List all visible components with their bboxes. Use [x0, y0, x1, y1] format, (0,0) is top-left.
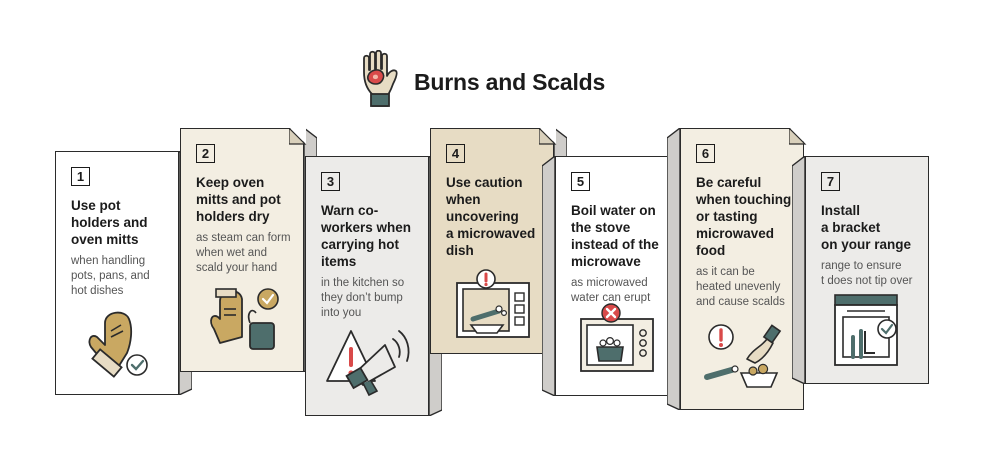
step-heading: Use pot holders and oven mitts	[71, 197, 175, 248]
step-detail-line: pots, pans, and	[71, 270, 150, 282]
card-side-panel	[791, 154, 806, 386]
corner-fold	[788, 126, 807, 151]
step-number: 5	[571, 172, 590, 191]
step-heading-line: Keep oven	[196, 175, 265, 190]
step-heading: Warn co-workers when carrying hot items	[321, 202, 425, 270]
step-detail-line: range to ensure	[821, 260, 902, 272]
step-detail-line: in the kitchen so	[321, 277, 405, 289]
step-heading-line: Use pot	[71, 198, 121, 213]
step-detail-line: water can erupt	[571, 292, 651, 304]
card-side-panel	[541, 154, 556, 398]
step-heading-line: holders dry	[196, 209, 270, 224]
step-heading-line: Boil water on	[571, 203, 656, 218]
step-heading-line: microwaved	[696, 226, 775, 241]
step-heading-line: on your range	[821, 237, 912, 252]
step-detail: when handling pots, pans, and hot dishes	[71, 254, 177, 299]
step-detail-line: they don’t bump	[321, 292, 403, 304]
step-detail-line: heated unevenly	[696, 281, 781, 293]
step-heading: Be careful when touching or tasting microwa…	[696, 174, 800, 259]
no-microwave-boil-icon	[579, 303, 659, 380]
range-bracket-icon	[831, 291, 905, 374]
step-detail-line: when handling	[71, 255, 146, 267]
corner-fold	[288, 126, 307, 151]
step-heading-line: a bracket	[821, 220, 881, 235]
step-heading: Install a bracket on your range	[821, 202, 925, 253]
megaphone-warning-icon	[323, 321, 413, 402]
step-detail-line: scald your hand	[196, 262, 278, 274]
page-title: Burns and Scalds	[414, 68, 606, 95]
step-number: 6	[696, 144, 715, 163]
step-heading: Boil water on the stove instead of the micr…	[571, 202, 675, 270]
step-heading-line: Install	[821, 203, 861, 218]
step-detail-line: as steam can form	[196, 232, 291, 244]
microwave-caution-icon	[453, 269, 537, 348]
step-heading-line: Warn co-	[321, 203, 379, 218]
step-heading-line: Use caution	[446, 175, 523, 190]
step-detail-line: t does not tip over	[821, 275, 913, 287]
step-heading: Use caution when uncovering a microwaved dis…	[446, 174, 550, 259]
step-detail: in the kitchen so they don’t bump into you	[321, 276, 427, 321]
step-heading-line: mitts and pot	[196, 192, 281, 207]
step-heading-line: when touching	[696, 192, 792, 207]
step-heading-line: items	[321, 254, 357, 269]
burned-hand-icon	[358, 49, 404, 115]
step-card-6: 6 Be careful when touching or tasting microw…	[680, 126, 807, 410]
step-number: 3	[321, 172, 340, 191]
mitts-and-holders-icon	[206, 283, 284, 364]
step-heading-line: uncovering	[446, 209, 519, 224]
hot-food-warning-icon	[701, 319, 791, 402]
step-detail-line: as microwaved	[571, 277, 648, 289]
step-detail-line: when wet and	[196, 247, 267, 259]
oven-mitt-icon	[83, 303, 157, 388]
corner-fold	[538, 126, 557, 151]
step-heading-line: holders and	[71, 215, 148, 230]
step-heading-line: workers when	[321, 220, 412, 235]
step-heading-line: food	[696, 243, 726, 258]
title-bar: Burns and Scalds	[358, 49, 606, 115]
step-heading-line: dish	[446, 243, 474, 258]
step-heading-line: carrying hot	[321, 237, 400, 252]
step-heading-line: when	[446, 192, 481, 207]
card-side-panel	[666, 126, 681, 412]
step-heading: Keep oven mitts and pot holders dry	[196, 174, 300, 225]
step-detail: as steam can form when wet and scald your …	[196, 231, 302, 276]
step-heading-line: oven mitts	[71, 232, 139, 247]
step-number: 2	[196, 144, 215, 163]
step-detail-line: into you	[321, 307, 362, 319]
step-detail: as it can be heated unevenly and cause sca…	[696, 265, 802, 310]
step-detail: as microwaved water can erupt	[571, 276, 677, 306]
step-heading-line: a microwaved	[446, 226, 536, 241]
step-detail-line: hot dishes	[71, 285, 124, 297]
step-number: 4	[446, 144, 465, 163]
step-number: 1	[71, 167, 90, 186]
step-heading-line: Be careful	[696, 175, 762, 190]
step-detail: range to ensure t does not tip over	[821, 259, 927, 289]
step-detail-line: as it can be	[696, 266, 755, 278]
step-heading-line: or tasting	[696, 209, 758, 224]
step-heading-line: microwave	[571, 254, 641, 269]
step-detail-line: and cause scalds	[696, 296, 785, 308]
step-number: 7	[821, 172, 840, 191]
step-heading-line: instead of the	[571, 237, 659, 252]
step-heading-line: the stove	[571, 220, 631, 235]
